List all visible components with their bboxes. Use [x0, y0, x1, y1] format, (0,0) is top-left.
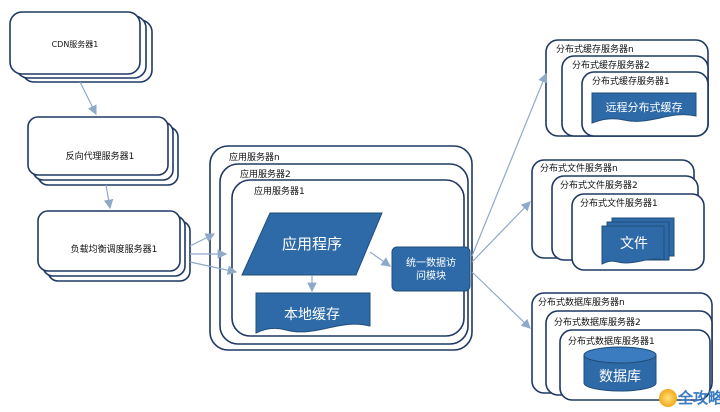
app-server-2-label: 应用服务器2: [240, 168, 291, 180]
arrow-to-cache-servers: [471, 72, 548, 257]
reverse-proxy-stack: 反向代理服务器1: [27, 116, 179, 186]
database-label: 数据库: [599, 369, 641, 385]
watermark-logo: 全攻略: [659, 389, 720, 407]
db-server-1-label: 分布式数据库服务器1: [568, 335, 655, 347]
remote-cache-label: 远程分布式缓存: [606, 100, 683, 114]
database-cylinder-icon: [583, 346, 657, 392]
arrow-program-to-access: [369, 251, 391, 267]
cache-server-stack: 分布式缓存服务器n 分布式缓存服务器2 分布式缓存服务器1 远程分布式缓存: [545, 39, 709, 137]
app-server-1-label: 应用服务器1: [254, 185, 305, 197]
db-server-n-label: 分布式数据库服务器n: [538, 296, 625, 308]
db-server-stack: 分布式数据库服务器n 分布式数据库服务器2 分布式数据库服务器1 数据库: [531, 292, 713, 401]
connector-arrows: [79, 72, 548, 329]
data-access-label-1: 统一数据访: [406, 256, 456, 269]
load-balancer-label: 负载均衡调度服务器1: [71, 243, 158, 255]
cache-server-1-label: 分布式缓存服务器1: [592, 75, 670, 87]
app-server-stack: 应用服务器n 应用服务器2 应用服务器1 应用程序 本地缓存 统一数据访 问模块: [209, 145, 473, 351]
watermark-circle-icon: [659, 389, 677, 407]
cache-server-n-label: 分布式缓存服务器n: [556, 43, 634, 55]
watermark-text: 全攻略: [677, 389, 720, 407]
load-balancer-stack: 负载均衡调度服务器1: [37, 210, 191, 282]
file-shape: [601, 217, 675, 265]
local-cache-shape: [255, 292, 371, 334]
cache-server-2-label: 分布式缓存服务器2: [572, 59, 650, 71]
file-server-1-label: 分布式文件服务器1: [580, 197, 658, 209]
arrow-to-file-servers: [471, 201, 531, 263]
app-server-n-label: 应用服务器n: [229, 151, 280, 163]
app-program-shape: [241, 212, 383, 276]
arrow-proxy-to-lb: [103, 184, 114, 210]
arrow-lb-to-app-3: [189, 261, 238, 275]
db-server-2-label: 分布式数据库服务器2: [554, 316, 641, 328]
file-server-stack: 分布式文件服务器n 分布式文件服务器2 分布式文件服务器1 文件: [531, 159, 705, 271]
data-access-module: [391, 246, 471, 292]
file-server-2-label: 分布式文件服务器2: [560, 179, 638, 191]
arrow-to-db-servers: [471, 271, 531, 329]
file-label: 文件: [620, 236, 648, 252]
cdn-server-label: CDN服务器1: [52, 39, 99, 49]
file-server-n-label: 分布式文件服务器n: [540, 162, 618, 174]
arrow-cdn-to-proxy: [79, 81, 97, 116]
app-program-label: 应用程序: [282, 235, 342, 253]
reverse-proxy-label: 反向代理服务器1: [66, 150, 135, 162]
data-access-label-2: 问模块: [416, 269, 446, 282]
cdn-server-stack: CDN服务器1: [9, 11, 153, 83]
remote-cache-shape: [591, 92, 697, 124]
local-cache-label: 本地缓存: [284, 307, 340, 323]
arrow-lb-to-app-1: [189, 233, 216, 247]
